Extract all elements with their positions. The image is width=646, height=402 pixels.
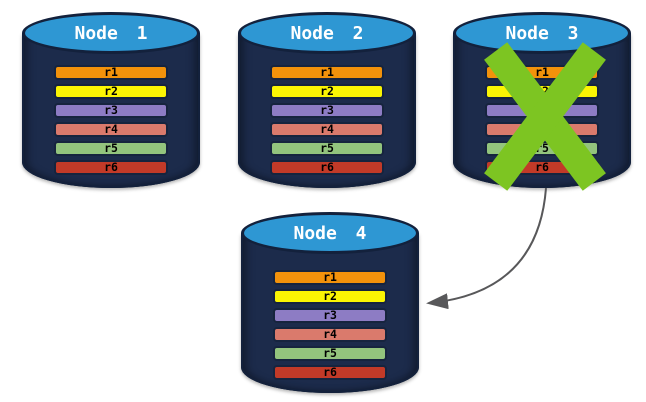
row-bar-r4: r4 — [485, 122, 599, 137]
row-label: r6 — [535, 159, 549, 174]
row-list: r1 r2 r3 r4 r5 r6 — [273, 270, 387, 380]
row-bar-r3: r3 — [485, 103, 599, 118]
row-list: r1 r2 r3 r4 r5 r6 — [485, 65, 599, 175]
row-label: r4 — [104, 121, 118, 136]
row-label: r5 — [535, 140, 549, 155]
row-bar-r1: r1 — [485, 65, 599, 80]
row-bar-r2: r2 — [485, 84, 599, 99]
node-label: Node 3 — [505, 22, 579, 44]
row-bar-r6: r6 — [485, 160, 599, 175]
row-bar-r2: r2 — [270, 84, 384, 99]
row-bar-r4: r4 — [270, 122, 384, 137]
node-3: Node 3 r1 r2 r3 r4 r5 r6 — [453, 12, 631, 191]
row-label: r4 — [535, 121, 549, 136]
node-1: Node 1 r1 r2 r3 r4 r5 r6 — [22, 12, 200, 188]
row-label: r1 — [535, 64, 549, 79]
row-label: r2 — [323, 288, 337, 303]
row-bar-r6: r6 — [54, 160, 168, 175]
row-bar-r5: r5 — [485, 141, 599, 156]
node-4: Node 4 r1 r2 r3 r4 r5 r6 — [241, 212, 419, 393]
row-bar-r2: r2 — [54, 84, 168, 99]
row-label: r5 — [320, 140, 334, 155]
row-bar-r6: r6 — [270, 160, 384, 175]
row-label: r6 — [320, 159, 334, 174]
row-label: r2 — [320, 83, 334, 98]
row-bar-r5: r5 — [270, 141, 384, 156]
row-label: r6 — [323, 364, 337, 379]
cylinder-top: Node 1 — [22, 12, 200, 54]
row-bar-r1: r1 — [273, 270, 387, 285]
node-label: Node 4 — [293, 222, 367, 244]
node-label: Node 1 — [74, 22, 148, 44]
row-bar-r3: r3 — [273, 308, 387, 323]
row-label: r3 — [104, 102, 118, 117]
row-bar-r6: r6 — [273, 365, 387, 380]
row-bar-r5: r5 — [273, 346, 387, 361]
row-label: r3 — [323, 307, 337, 322]
row-label: r3 — [320, 102, 334, 117]
row-label: r1 — [320, 64, 334, 79]
row-label: r6 — [104, 159, 118, 174]
row-label: r5 — [323, 345, 337, 360]
row-bar-r3: r3 — [54, 103, 168, 118]
row-label: r2 — [104, 83, 118, 98]
row-label: r1 — [104, 64, 118, 79]
row-bar-r4: r4 — [54, 122, 168, 137]
row-bar-r3: r3 — [270, 103, 384, 118]
row-label: r1 — [323, 269, 337, 284]
transfer-arrow-path — [426, 187, 547, 310]
row-list: r1 r2 r3 r4 r5 r6 — [270, 65, 384, 175]
cylinder-top: Node 3 — [453, 12, 631, 54]
row-label: r5 — [104, 140, 118, 155]
row-bar-r4: r4 — [273, 327, 387, 342]
row-label: r2 — [535, 83, 549, 98]
node-label: Node 2 — [290, 22, 364, 44]
row-bar-r5: r5 — [54, 141, 168, 156]
row-list: r1 r2 r3 r4 r5 r6 — [54, 65, 168, 175]
row-label: r3 — [535, 102, 549, 117]
node-2: Node 2 r1 r2 r3 r4 r5 r6 — [238, 12, 416, 188]
row-label: r4 — [323, 326, 337, 341]
row-label: r4 — [320, 121, 334, 136]
row-bar-r1: r1 — [54, 65, 168, 80]
row-bar-r1: r1 — [270, 65, 384, 80]
cylinder-top: Node 2 — [238, 12, 416, 54]
cylinder-top: Node 4 — [241, 212, 419, 254]
row-bar-r2: r2 — [273, 289, 387, 304]
